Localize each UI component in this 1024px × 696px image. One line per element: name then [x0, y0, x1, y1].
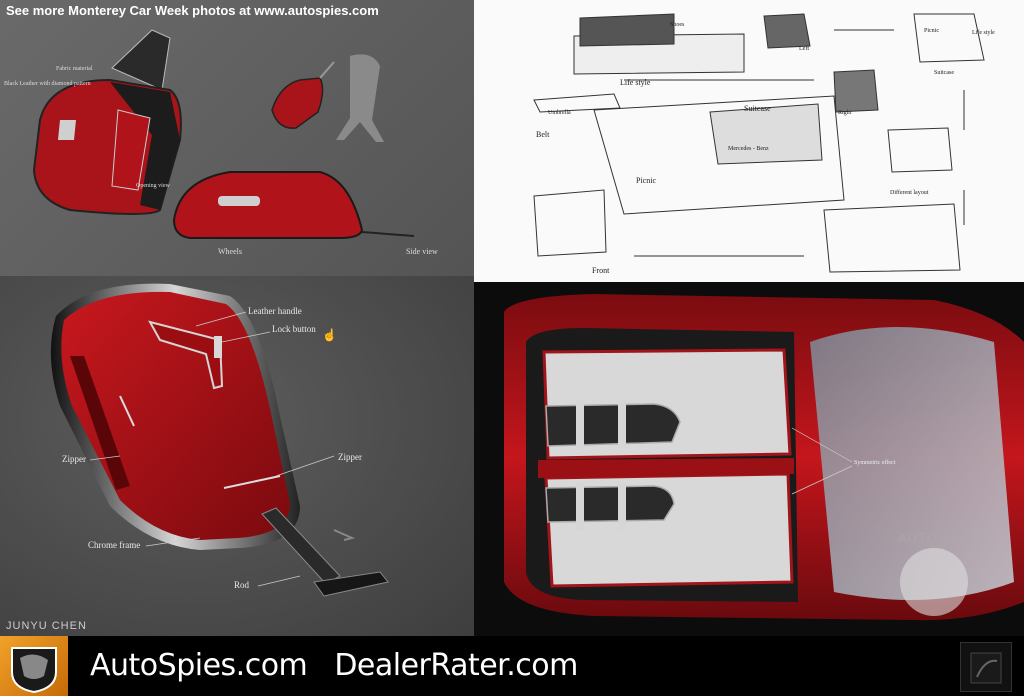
label-different-layout: Different layout: [890, 190, 929, 196]
layout-sketch-panel: Life style Left Right Belt Suitcase Picn…: [474, 0, 1024, 282]
callout-zipper-left: Zipper: [62, 454, 86, 464]
label-wheels: Wheels: [218, 247, 242, 256]
suitcase-sketches: [32, 29, 415, 239]
footer-branding: AutoSpies.com DealerRater.com: [0, 636, 1024, 696]
top-banner[interactable]: See more Monterey Car Week photos at www…: [6, 3, 379, 18]
autospies-watermark: AUTO SPIES: [898, 530, 986, 545]
pointer-hand-icon: ☝: [322, 328, 337, 342]
seat-icon: [970, 652, 1002, 684]
concept-sketch-panel: See more Monterey Car Week photos at www…: [0, 0, 474, 276]
helmet-icon: [11, 647, 57, 694]
callout-zipper-right: Zipper: [338, 452, 362, 462]
label-right: Right: [838, 110, 852, 116]
trunk-render: [504, 294, 1024, 621]
corner-badge-icon: [960, 642, 1012, 692]
callout-leather-handle: Leather handle: [248, 306, 302, 316]
label-picnic: Picnic: [636, 176, 656, 185]
open-suitcase-illustration: [32, 29, 182, 215]
label-side-view: Side view: [406, 247, 438, 256]
label-belt: Belt: [536, 130, 550, 139]
autospies-link[interactable]: AutoSpies.com: [90, 648, 308, 683]
label-left: Left: [799, 46, 809, 52]
label-shoes: Shoes: [670, 22, 685, 28]
label-brand: Mercedes - Benz: [728, 146, 769, 152]
layout-sketches: [533, 13, 985, 273]
label-life-style: Life style: [620, 78, 651, 87]
side-view-illustration: [172, 171, 415, 239]
footer-sites: AutoSpies.com DealerRater.com: [90, 648, 596, 683]
callout-lock-button: Lock button: [272, 324, 316, 334]
label-umbrella: Umbrella: [548, 110, 571, 116]
callout-rod: Rod: [234, 580, 250, 590]
label-opening-view: Opening view: [136, 183, 170, 189]
label-suitcase-small: Suitcase: [934, 70, 954, 76]
suitcase-render-panel: Leather handle Lock button ☝ Zipper Zipp…: [0, 276, 474, 636]
dealerrater-link[interactable]: DealerRater.com: [334, 648, 578, 683]
label-suitcase: Suitcase: [744, 104, 771, 113]
label-symmetric-effect: Symmetric effect: [854, 460, 896, 466]
label-fabric: Fabric material: [56, 66, 93, 72]
label-picnic-small: Picnic: [924, 28, 939, 34]
suitcase-render: [50, 283, 389, 597]
label-life-style-small: Life style: [972, 30, 995, 36]
rolling-suitcase-illustration: [271, 54, 384, 143]
autospies-logo[interactable]: [0, 636, 68, 696]
trunk-render-panel: Symmetric effect AUTO SPIES: [474, 282, 1024, 636]
designer-credit: JUNYU CHEN: [6, 620, 87, 632]
label-leather: Black Leather with diamond pattern: [4, 81, 91, 87]
callout-chrome-frame: Chrome frame: [88, 540, 141, 550]
label-front: Front: [592, 266, 610, 275]
